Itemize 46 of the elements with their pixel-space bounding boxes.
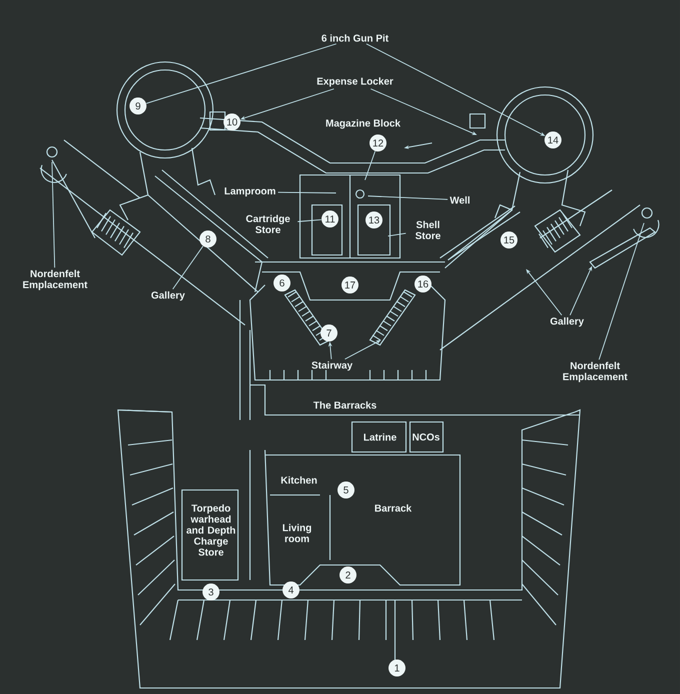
leader-line bbox=[364, 150, 376, 180]
callout-number: 16 bbox=[414, 276, 432, 292]
leader-line bbox=[598, 222, 644, 360]
label-text: Nordenfelt Emplacement bbox=[563, 362, 628, 382]
callout-number: 4 bbox=[282, 582, 300, 598]
room-label: Barrack bbox=[375, 504, 412, 512]
callout-number: 17 bbox=[342, 276, 358, 294]
label-text: Lamproom bbox=[224, 188, 276, 196]
callout-number: 15 bbox=[500, 232, 518, 248]
label-text: Stairway bbox=[312, 361, 352, 371]
room-label: Magazine Block bbox=[326, 119, 400, 129]
leader-line bbox=[172, 246, 204, 290]
leader-line bbox=[368, 196, 448, 200]
callout-number: 9 bbox=[130, 98, 146, 114]
callout-number: 14 bbox=[544, 132, 562, 148]
callout-number: 13 bbox=[366, 212, 382, 228]
callout-number: 6 bbox=[274, 274, 290, 292]
label-text: 6 inch Gun Pit bbox=[322, 34, 388, 42]
callout-number: 1 bbox=[388, 660, 406, 676]
leader-line bbox=[388, 232, 406, 236]
label-text: Gallery bbox=[550, 317, 584, 327]
room-label: Torpedo warhead and Depth Charge Store bbox=[186, 504, 236, 556]
label-text: Gallery bbox=[151, 291, 185, 301]
label-text: Cartridge Store bbox=[246, 214, 290, 234]
callout-number: 8 bbox=[200, 230, 216, 248]
label-text: Expense Locker bbox=[317, 77, 394, 87]
leader-line bbox=[278, 192, 336, 194]
leader-line bbox=[52, 162, 56, 268]
leader-line bbox=[297, 219, 322, 222]
room-label: Latrine bbox=[364, 433, 396, 441]
room-label: Living room bbox=[282, 524, 312, 542]
room-label: Kitchen bbox=[281, 476, 317, 484]
callout-number: 12 bbox=[370, 134, 386, 152]
leader-line bbox=[526, 269, 562, 316]
callout-number: 7 bbox=[320, 324, 338, 342]
room-label: NCOs bbox=[412, 433, 440, 441]
label-text: Shell Store bbox=[416, 220, 440, 240]
callout-number: 2 bbox=[340, 566, 356, 584]
leader-line bbox=[146, 43, 337, 104]
room-label: The Barracks bbox=[313, 401, 376, 409]
callout-number: 10 bbox=[224, 114, 240, 130]
callout-number: 3 bbox=[202, 584, 220, 600]
callout-number: 11 bbox=[322, 210, 338, 228]
callout-number: 5 bbox=[338, 482, 354, 498]
label-text: Well bbox=[450, 196, 470, 204]
label-text: Nordenfelt Emplacement bbox=[23, 270, 88, 290]
